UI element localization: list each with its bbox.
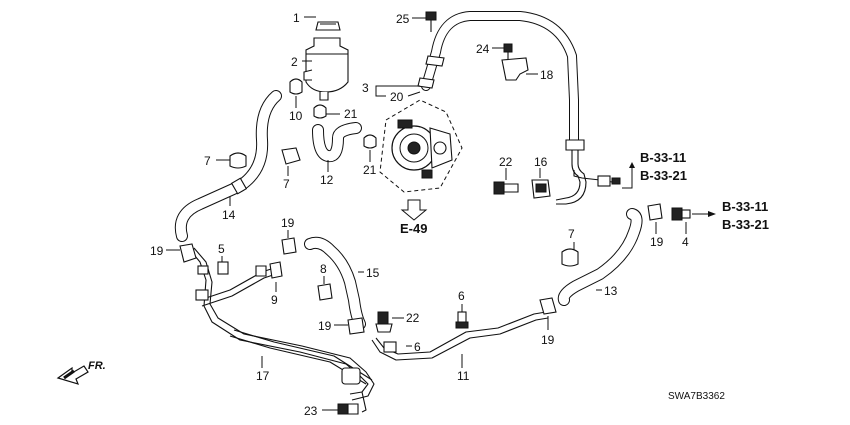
- callout-11: 11: [457, 369, 470, 383]
- clamp-19-mid[interactable]: [281, 237, 297, 255]
- bolt-22-upper[interactable]: [493, 181, 519, 195]
- hose-13[interactable]: [557, 208, 643, 306]
- suction-hose-12[interactable]: [312, 122, 362, 163]
- callout-17: 17: [256, 369, 270, 383]
- callout-21-lower: 21: [363, 163, 377, 177]
- reservoir-tank[interactable]: [303, 37, 349, 101]
- callout-21-upper: 21: [344, 107, 358, 121]
- ref-section-e49[interactable]: E-49: [400, 221, 427, 236]
- bolt-25[interactable]: [425, 11, 437, 32]
- callout-2: 2: [291, 55, 298, 69]
- pipe-11[interactable]: [371, 311, 549, 361]
- clamp-19-left[interactable]: [179, 243, 197, 263]
- ref-pump-right-2[interactable]: B-33-21: [722, 217, 769, 232]
- fitting-6-upper[interactable]: [455, 311, 469, 329]
- clamp-19-right-upper[interactable]: [647, 203, 663, 221]
- callout-4: 4: [682, 235, 689, 249]
- bolt-24[interactable]: [503, 43, 513, 60]
- callout-5: 5: [218, 242, 225, 256]
- ref-pump-right-1[interactable]: B-33-11: [722, 199, 768, 214]
- pressure-hose-3[interactable]: [417, 11, 621, 205]
- callout-1: 1: [293, 11, 300, 25]
- pipe-clamp-16[interactable]: [531, 179, 551, 199]
- callout-24: 24: [476, 42, 490, 56]
- ref-pump-top-2[interactable]: B-33-21: [640, 168, 687, 183]
- front-label: FR.: [88, 360, 106, 372]
- front-direction-arrow: [56, 365, 89, 385]
- callout-6-upper: 6: [458, 289, 465, 303]
- bolt-22-lower[interactable]: [375, 311, 393, 333]
- ref-pump-top-1[interactable]: B-33-11: [640, 150, 686, 165]
- fitting-9[interactable]: [255, 261, 283, 279]
- callout-12: 12: [320, 173, 334, 187]
- clip-7-left[interactable]: [229, 152, 247, 169]
- hose-15[interactable]: [304, 236, 366, 330]
- hose-clamp-21-upper[interactable]: [313, 104, 327, 119]
- return-hose-14[interactable]: [174, 90, 282, 242]
- clamp-19-lower[interactable]: [347, 317, 365, 335]
- power-steering-pump[interactable]: [379, 99, 463, 193]
- callout-8: 8: [320, 262, 327, 276]
- callout-22-lower: 22: [406, 311, 420, 325]
- callout-19-left: 19: [150, 244, 164, 258]
- callout-7-left: 7: [204, 154, 211, 168]
- callout-6-lower: 6: [414, 340, 421, 354]
- callout-19-right-upper: 19: [650, 235, 664, 249]
- callout-15: 15: [366, 266, 380, 280]
- callout-13: 13: [604, 284, 618, 298]
- callout-20: 20: [390, 90, 404, 104]
- callout-25: 25: [396, 12, 410, 26]
- callout-3: 3: [362, 81, 369, 95]
- callout-10: 10: [289, 109, 303, 123]
- clip-7-middle[interactable]: [281, 147, 301, 165]
- clamp-19-right-lower[interactable]: [539, 297, 557, 315]
- fitting-4[interactable]: [671, 207, 691, 221]
- callout-19-right-lower: 19: [541, 333, 555, 347]
- diagram-code: SWA7B3362: [668, 391, 725, 402]
- clamp-8[interactable]: [317, 283, 333, 301]
- callout-9: 9: [271, 293, 278, 307]
- callout-14: 14: [222, 208, 236, 222]
- fitting-5[interactable]: [217, 261, 229, 275]
- reservoir-cap[interactable]: [315, 21, 341, 31]
- callout-7-middle: 7: [283, 177, 290, 191]
- clip-7-right[interactable]: [561, 248, 579, 267]
- hose-clamp-10[interactable]: [289, 78, 303, 95]
- hose-clamp-21-lower[interactable]: [363, 134, 377, 149]
- callout-19-mid: 19: [281, 216, 295, 230]
- callout-22-upper: 22: [499, 155, 513, 169]
- hose-bracket-18[interactable]: [501, 57, 529, 81]
- callout-19-lower: 19: [318, 319, 332, 333]
- callout-7-right: 7: [568, 227, 575, 241]
- callout-16: 16: [534, 155, 548, 169]
- callout-23: 23: [304, 404, 318, 418]
- bolt-23[interactable]: [337, 403, 359, 415]
- callout-18: 18: [540, 68, 554, 82]
- return-pipe-17[interactable]: [189, 247, 375, 413]
